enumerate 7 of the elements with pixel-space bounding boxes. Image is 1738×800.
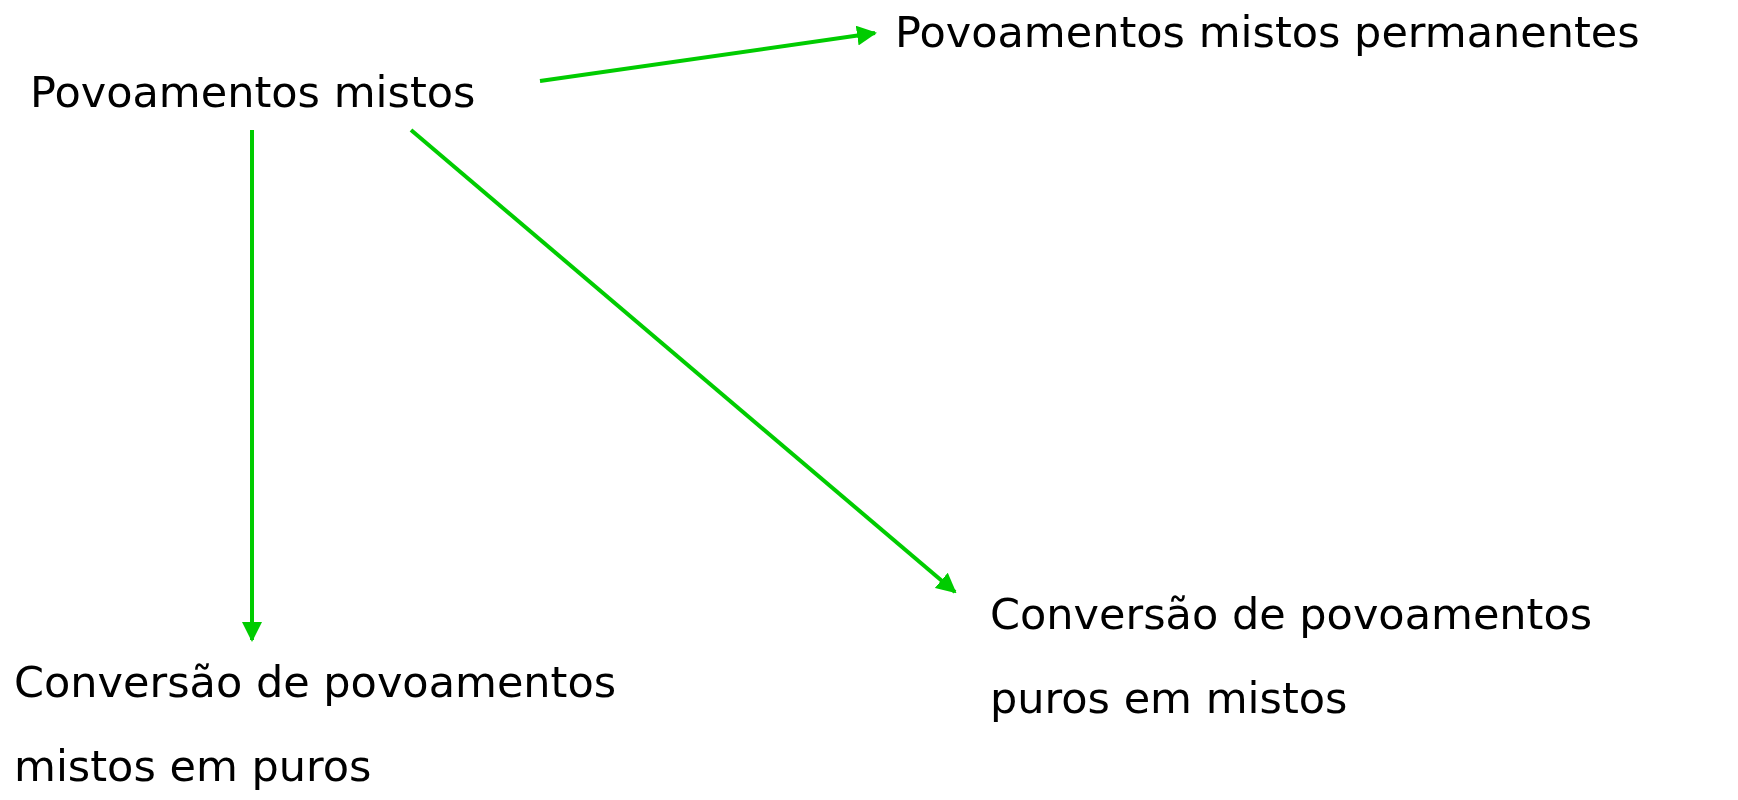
arrow — [409, 128, 957, 594]
node-label: Conversão de povoamentos puros em mistos — [990, 588, 1594, 725]
arrow — [242, 130, 262, 642]
node-label: Povoamentos mistos permanentes — [895, 6, 1641, 59]
node-label: Conversão de povoamentos mistos em puros — [14, 656, 618, 793]
node-label: Povoamentos mistos — [30, 66, 477, 119]
arrow — [539, 25, 877, 83]
